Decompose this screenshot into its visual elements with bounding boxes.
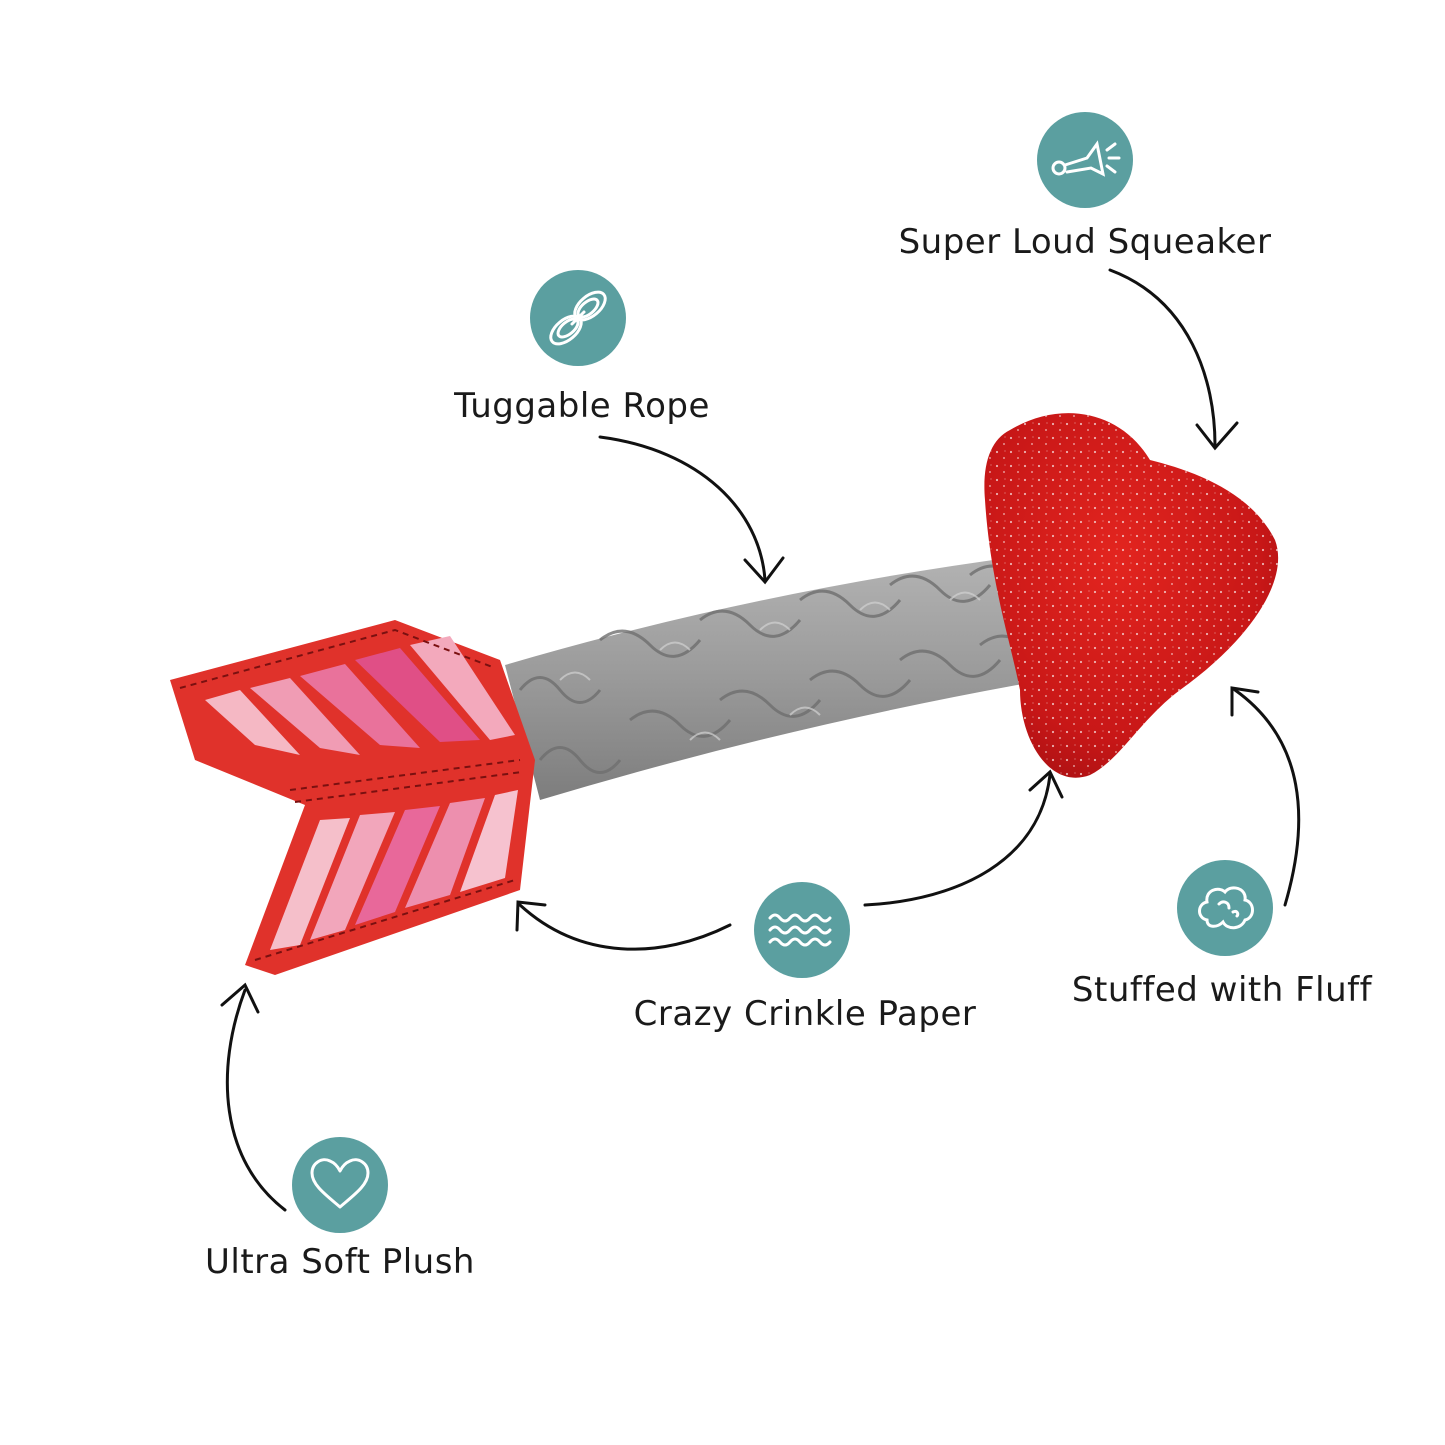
pointer-crinkle-left xyxy=(518,903,732,951)
heart-arrowhead xyxy=(984,413,1279,778)
heart-icon xyxy=(290,1135,390,1235)
cotton-icon xyxy=(1175,858,1275,958)
label-stuffed-with-fluff: Stuffed with Fluff xyxy=(1071,970,1373,1010)
horn-icon xyxy=(1035,110,1135,210)
rope-shaft xyxy=(505,555,1045,800)
arrow-fletching xyxy=(170,620,535,975)
waves-icon xyxy=(752,880,852,980)
pointer-crinkle-right xyxy=(863,773,1052,907)
pointer-rope xyxy=(598,435,767,582)
rope-icon xyxy=(528,268,628,368)
pointer-arrows xyxy=(220,268,1301,1212)
pointer-plush xyxy=(225,988,287,1212)
pointer-squeaker xyxy=(1108,268,1217,447)
pointer-fluff xyxy=(1233,688,1301,907)
label-crazy-crinkle-paper: Crazy Crinkle Paper xyxy=(633,994,977,1034)
label-super-loud-squeaker: Super Loud Squeaker xyxy=(898,222,1272,262)
label-tuggable-rope: Tuggable Rope xyxy=(454,386,710,426)
label-ultra-soft-plush: Ultra Soft Plush xyxy=(205,1242,475,1282)
